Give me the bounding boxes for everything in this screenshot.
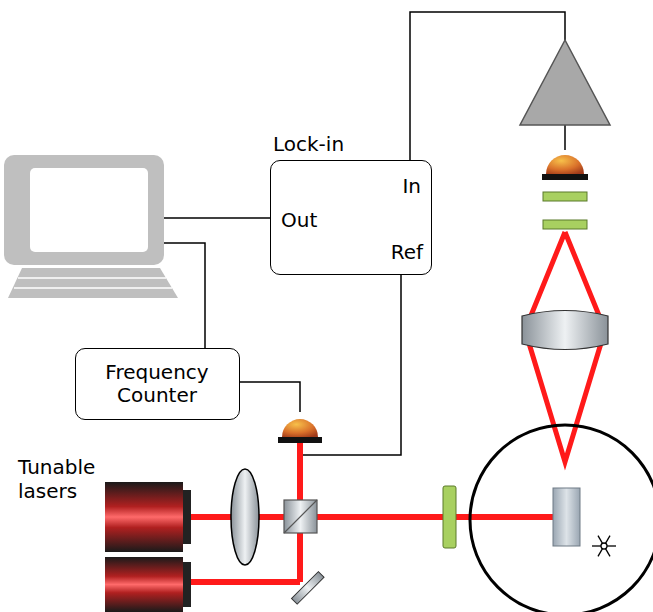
filter — [543, 220, 587, 229]
waveplate — [443, 486, 456, 548]
port-name: In — [402, 175, 421, 198]
lens — [231, 469, 259, 565]
sample — [553, 488, 580, 546]
port-name: Ref — [391, 241, 423, 264]
amplifier — [520, 40, 610, 125]
filter — [543, 192, 587, 201]
laser-beams — [185, 232, 605, 582]
device-title: Lock-in — [273, 133, 344, 156]
frequency-counter: Frequency Counter — [75, 348, 240, 420]
lens — [522, 311, 608, 350]
photodetector — [542, 155, 588, 180]
port-name: Out — [281, 209, 317, 232]
tunable-lasers — [105, 482, 191, 612]
computer — [4, 155, 178, 298]
photodetector — [278, 419, 322, 443]
lock-in-amplifier: Lock-inInOutRef — [270, 160, 432, 275]
snowflake — [592, 536, 616, 557]
mirror — [292, 572, 325, 605]
beam-splitter — [284, 500, 317, 533]
box-label: Frequency Counter — [102, 361, 212, 407]
laser-label: Tunable lasers — [18, 455, 128, 503]
cryostat — [470, 425, 653, 612]
